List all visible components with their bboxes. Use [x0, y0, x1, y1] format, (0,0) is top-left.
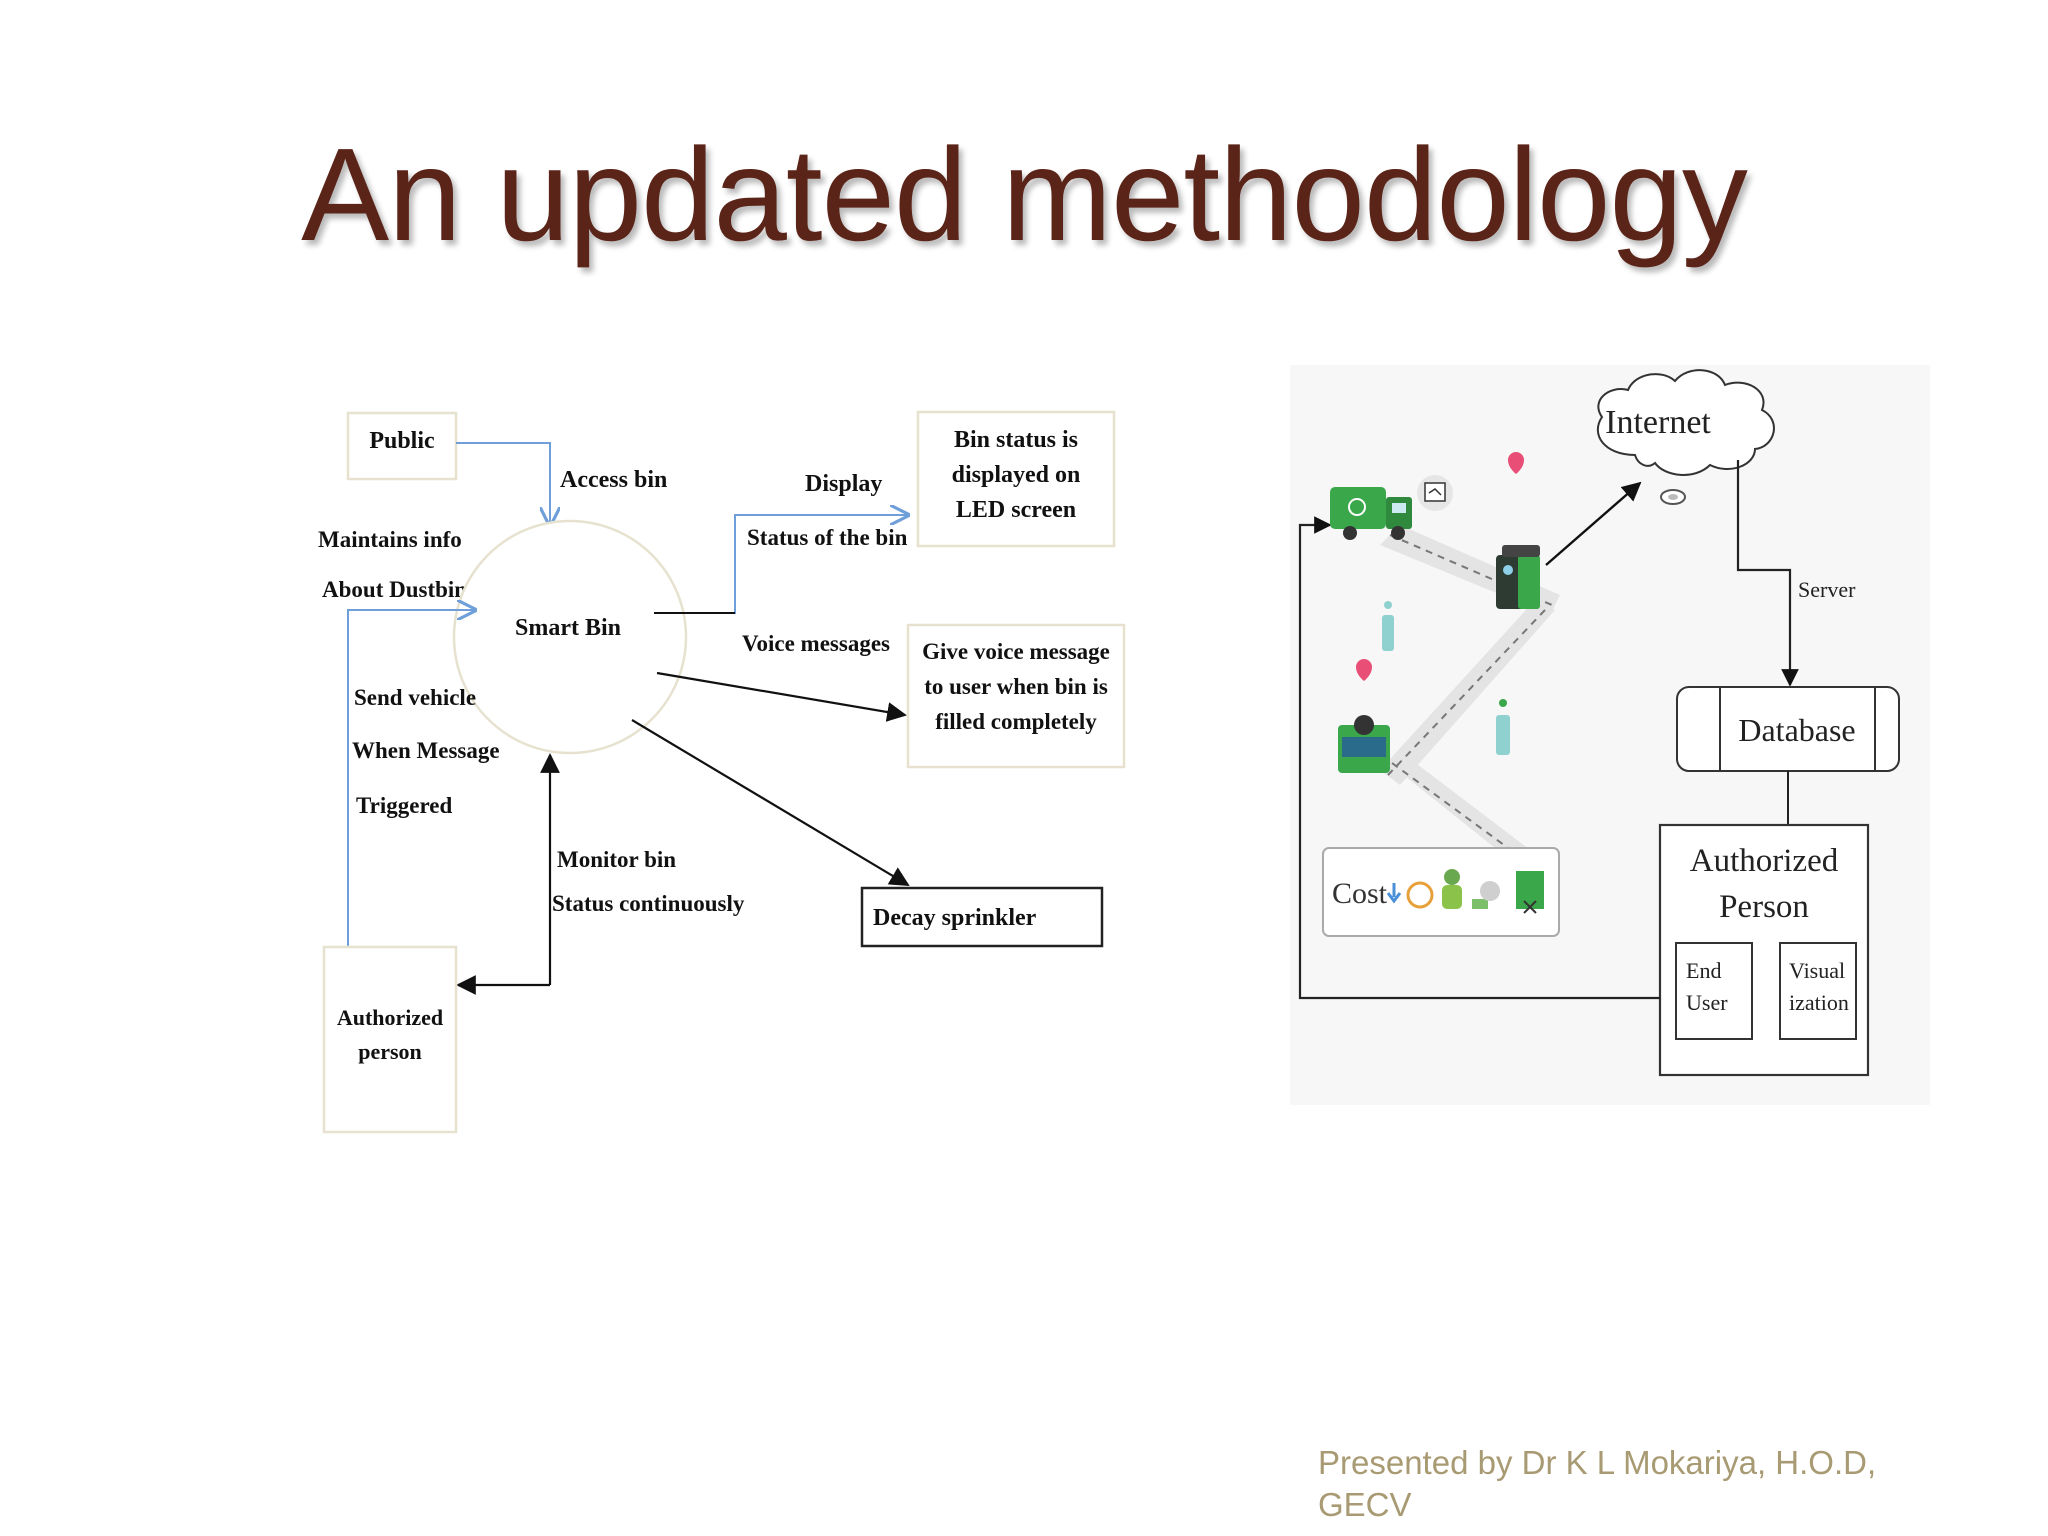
decay-sprinkler-arrow — [631, 719, 910, 887]
end-user-line-2: User — [1686, 990, 1728, 1015]
money-bag-icon — [1472, 881, 1500, 909]
bin-to-internet-arrow — [1545, 481, 1642, 566]
voice-line-2: to user when bin is — [924, 674, 1108, 699]
access-bin-label: Access bin — [560, 467, 667, 493]
visualization-line-2: ization — [1789, 990, 1849, 1015]
led-line-3: LED screen — [956, 497, 1076, 523]
street-bin-icon — [1338, 659, 1390, 773]
visualization-line-1: Visual — [1789, 958, 1845, 983]
smart-bin-device-icon — [1496, 452, 1540, 609]
voice-line-1: Give voice message — [922, 639, 1110, 664]
internet-cloud-icon — [1596, 369, 1775, 505]
decay-sprinkler-box — [860, 886, 1104, 948]
garbage-truck-icon — [1330, 487, 1412, 540]
end-user-box — [1675, 942, 1753, 1040]
voice-message-arrow — [656, 671, 907, 722]
internet-label: Internet — [1605, 404, 1711, 441]
sensor-bin-icon — [1382, 601, 1394, 651]
cost-down-arrow-icon — [1386, 883, 1402, 904]
worker-icon — [1442, 869, 1462, 909]
server-label: Server — [1798, 577, 1856, 602]
decay-sprinkler-label: Decay sprinkler — [873, 905, 1037, 931]
status-continuously-label: Status continuously — [552, 891, 745, 916]
smart-bin-label: Smart Bin — [515, 615, 621, 641]
send-vehicle-label: Send vehicle — [354, 685, 476, 710]
voice-message-box — [906, 623, 1126, 769]
status-of-bin-label: Status of the bin — [747, 525, 908, 550]
authorized-person-title-2: Person — [1719, 889, 1809, 925]
slide-title: An updated methodology — [301, 121, 1748, 268]
authorized-person-line-2: person — [358, 1039, 422, 1064]
triggered-label: Triggered — [356, 793, 452, 818]
end-user-line-1: End — [1686, 958, 1721, 983]
database-label: Database — [1738, 712, 1855, 748]
visualization-box — [1779, 942, 1857, 1040]
recycle-bin-icon — [1516, 871, 1544, 914]
sensor-bin-icon-2 — [1496, 699, 1510, 755]
authorized-person-line-1: Authorized — [337, 1005, 443, 1030]
led-line-2: displayed on — [952, 462, 1081, 488]
clock-icon — [1406, 881, 1434, 909]
server-connector — [1736, 460, 1799, 687]
when-message-label: When Message — [352, 738, 500, 763]
smart-bin-flow-diagram: Public Access bin Maintains info About D… — [310, 395, 1130, 1155]
voice-messages-label: Voice messages — [742, 631, 890, 656]
feedback-loop-arrow — [1298, 516, 1660, 1000]
authorized-person-box — [322, 945, 458, 1134]
iot-architecture-diagram: Internet Server Database Authorized Pers… — [1290, 365, 1930, 1105]
authorized-person-title-1: Authorized — [1690, 843, 1839, 879]
public-label: Public — [369, 428, 435, 454]
cost-panel — [1322, 847, 1560, 937]
access-bin-arrow — [456, 442, 550, 525]
cost-label: Cost — [1332, 877, 1388, 910]
about-dustbin-label: About Dustbin — [322, 577, 467, 602]
presenter-line-1: Presented by Dr K L Mokariya, H.O.D, — [1318, 1444, 1877, 1481]
maintains-info-arrow — [347, 610, 475, 955]
display-label: Display — [805, 471, 882, 497]
smart-bin-node — [452, 519, 688, 755]
public-box — [346, 411, 458, 481]
monitor-icon — [1417, 475, 1453, 511]
presenter-footer: Presented by Dr K L Mokariya, H.O.D, GEC… — [1318, 1442, 1958, 1526]
monitor-bin-label: Monitor bin — [557, 847, 676, 872]
presenter-line-2: GECV — [1318, 1486, 1412, 1523]
led-screen-box — [916, 410, 1116, 548]
voice-line-3: filled completely — [935, 709, 1097, 734]
maintains-info-label: Maintains info — [318, 527, 462, 552]
led-line-1: Bin status is — [954, 427, 1078, 453]
